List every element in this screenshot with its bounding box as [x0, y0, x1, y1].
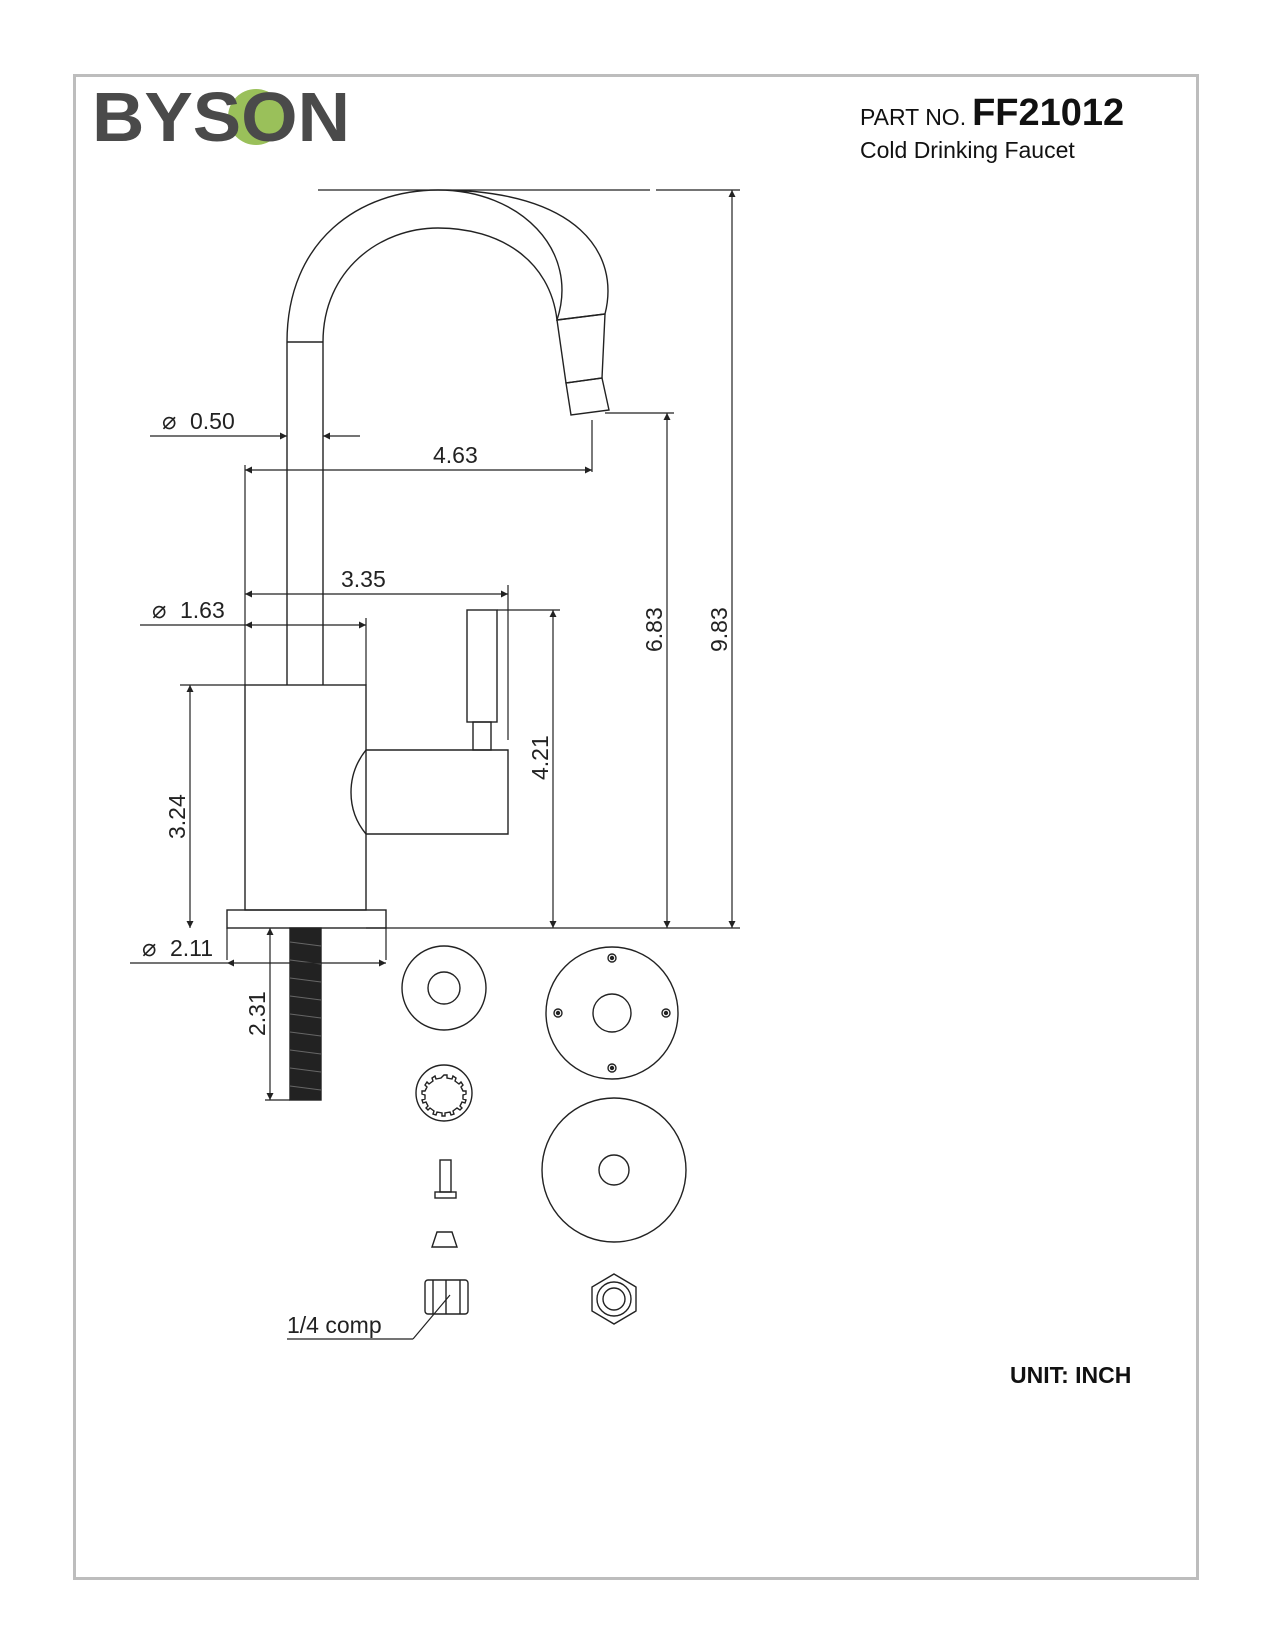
hex-nut-part: [591, 1273, 637, 1325]
unit-note: UNIT: INCH: [1010, 1362, 1132, 1388]
screw-part: [434, 1159, 457, 1199]
handle: [350, 749, 509, 835]
dim-body-height: 3.24: [164, 794, 190, 839]
dim-spout-reach: 4.63: [433, 442, 478, 468]
dia-symbol-spout: ⌀: [162, 408, 176, 435]
dim-shank-length: 2.31: [244, 991, 270, 1036]
byson-logo: BYSON: [92, 78, 350, 156]
dim-handle-height: 4.21: [527, 735, 553, 780]
part-description: Cold Drinking Faucet: [860, 137, 1075, 163]
spout-outline: [286, 189, 609, 685]
dim-spout-height: 6.83: [641, 607, 667, 652]
lock-ring-part: [415, 1064, 473, 1122]
dimension-lines: [130, 189, 740, 1340]
dim-handle-reach: 3.35: [341, 566, 386, 592]
part-number-line: PART NO.FF21012: [860, 92, 1160, 135]
compression-nut-part: [424, 1279, 469, 1315]
deck-plate-part: [545, 946, 679, 1080]
washer-part: [401, 945, 487, 1031]
dim-base-dia: 2.11: [170, 935, 213, 961]
part-number: FF21012: [972, 92, 1125, 134]
ferrule-part: [431, 1231, 458, 1248]
title-block: PART NO.FF21012 Cold Drinking Faucet: [860, 92, 1160, 164]
escutcheon-part: [541, 1097, 687, 1243]
dim-overall-height: 9.83: [706, 607, 732, 652]
components: [401, 945, 687, 1325]
logo-text: BYSON: [92, 78, 350, 156]
drawing-border: [73, 74, 1199, 1580]
dimension-labels: ⌀ 0.50 4.63 3.35 ⌀ 1.63 ⌀ 2.11 3.24 4.21…: [142, 408, 732, 1338]
dim-body-dia: 1.63: [180, 597, 225, 623]
dia-symbol-body: ⌀: [152, 597, 166, 624]
callout-fitting: 1/4 comp: [287, 1312, 382, 1338]
dim-spout-dia: 0.50: [190, 408, 235, 434]
dia-symbol-base: ⌀: [142, 935, 156, 962]
part-number-label: PART NO.: [860, 104, 967, 130]
